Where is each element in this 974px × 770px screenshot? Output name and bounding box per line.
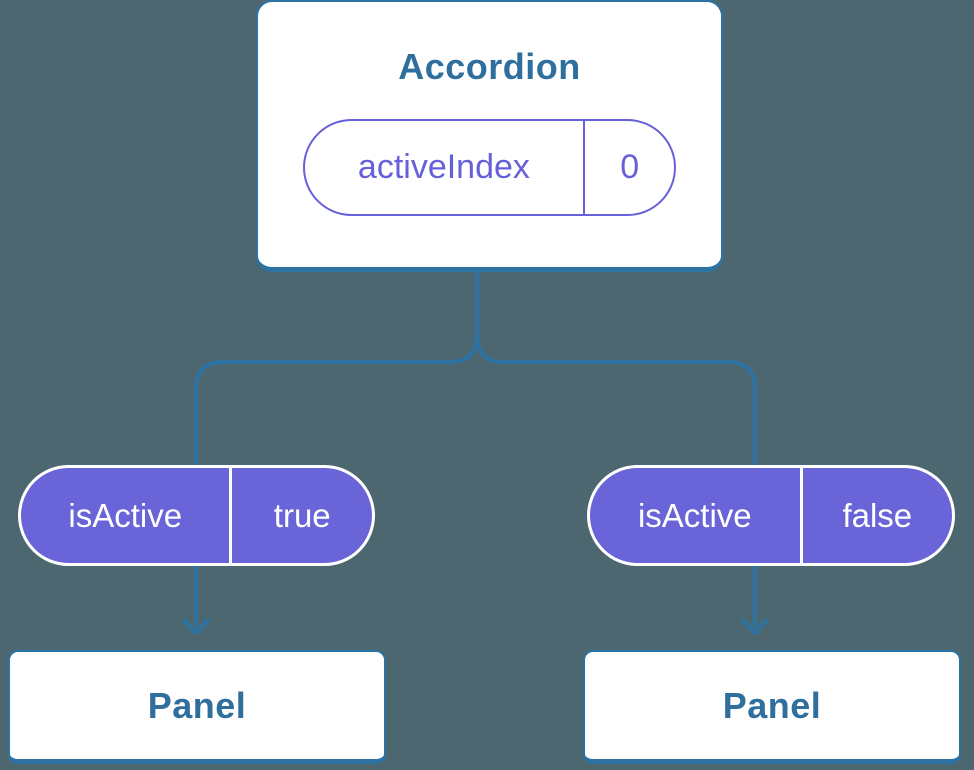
state-value: 0: [620, 148, 640, 186]
arrowhead-right-icon: [740, 617, 770, 636]
state-pill-activeindex: activeIndex 0: [303, 119, 676, 216]
pill-divider: [229, 468, 233, 563]
state-name: activeIndex: [357, 148, 530, 186]
arrowhead-left-icon: [181, 617, 211, 636]
prop-value: true: [273, 496, 331, 534]
pill-divider: [799, 468, 803, 563]
component-title: Accordion: [398, 46, 581, 87]
prop-pill-isactive-true: isActive true: [18, 465, 375, 566]
prop-name: isActive: [68, 496, 183, 534]
prop-pill-isactive-false: isActive false: [587, 465, 955, 566]
component-title: Panel: [147, 684, 247, 726]
pill-divider: [582, 121, 586, 214]
connector-branch-right: [475, 334, 757, 627]
prop-value: false: [842, 496, 913, 534]
accordion-component-box: Accordion activeIndex 0: [256, 0, 723, 272]
panel-component-box-right: Panel: [583, 650, 961, 764]
component-title: Panel: [722, 684, 822, 726]
prop-name: isActive: [637, 496, 752, 534]
panel-component-box-left: Panel: [8, 650, 386, 764]
connector-branch-left: [194, 334, 479, 627]
